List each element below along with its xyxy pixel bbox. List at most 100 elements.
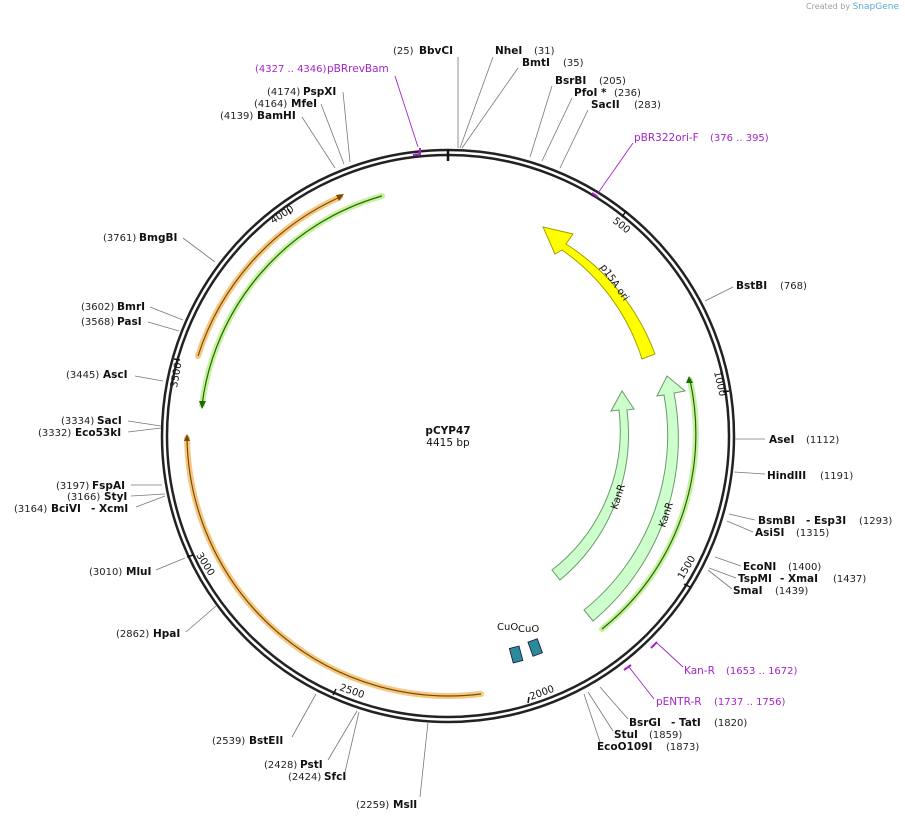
site-hindiii[interactable]: HindIII (1191) xyxy=(767,470,853,482)
site-pspxi[interactable]: (4174) PspXI xyxy=(267,86,336,98)
site-mlui[interactable]: (3010) MluI xyxy=(89,566,151,578)
leader-bsmbi xyxy=(728,513,756,521)
site-pos-tati: (1820) xyxy=(714,718,747,729)
primer-pentr-r[interactable]: pENTR-R (1737 .. 1756) xyxy=(656,696,786,708)
site-pos-psti: (2428) xyxy=(264,760,297,771)
site-msli[interactable]: (2259) MslI xyxy=(356,799,417,811)
site-pos-bmgbi: (3761) xyxy=(103,233,136,244)
site-name-tspmi: TspMI xyxy=(738,573,772,585)
site-saci[interactable]: (3334) SacI xyxy=(61,415,122,427)
site-bcivi-xcmi[interactable]: (3164) BciVI - XcmI xyxy=(14,503,128,515)
feature-kanr-inner[interactable]: KanR xyxy=(551,390,635,581)
site-name-sfci: SfcI xyxy=(324,771,346,783)
site-asci[interactable]: (3445) AscI xyxy=(66,369,128,381)
leader-styi xyxy=(130,493,166,497)
site-bsteii[interactable]: (2539) BstEII xyxy=(212,735,283,747)
leader-tspmi xyxy=(708,567,737,579)
site-name-bstbi: BstBI xyxy=(736,280,767,292)
site-asei[interactable]: AseI (1112) xyxy=(769,434,839,446)
site-eco53ki[interactable]: (3332) Eco53kI xyxy=(38,427,121,439)
feature-orange-top-left[interactable] xyxy=(195,194,344,359)
tick-mark-4000 xyxy=(287,208,292,215)
site-bmgbi[interactable]: (3761) BmgBI xyxy=(103,232,177,244)
primer-name-pbr322ori-f: pBR322ori-F xyxy=(634,132,699,144)
site-eco0109i[interactable]: EcoO109I (1873) xyxy=(597,741,699,753)
site-name-bsrbi: BsrBI xyxy=(555,75,586,87)
primer-pbrrevbam[interactable]: (4327 .. 4346) pBRrevBam xyxy=(255,63,389,75)
site-name-eco0109i: EcoO109I xyxy=(597,741,652,753)
primer-pos-pbr322ori-f: (376 .. 395) xyxy=(710,133,769,144)
site-name-styi: StyI xyxy=(104,491,127,503)
site-bsrgi-tati[interactable]: BsrGI - TatI (1820) xyxy=(629,717,747,729)
site-styi[interactable]: (3166) StyI xyxy=(67,491,127,503)
site-bmti[interactable]: BmtI (35) xyxy=(522,57,584,69)
leader-bsrbi xyxy=(529,85,553,158)
site-name-pspxi: PspXI xyxy=(303,86,336,98)
leader-asci xyxy=(134,375,164,382)
site-hpai[interactable]: (2862) HpaI xyxy=(116,628,180,640)
leader-hindiii xyxy=(733,471,766,475)
site-name-eco53ki: Eco53kI xyxy=(75,427,121,439)
feature-p15a-ori[interactable]: p15A ori xyxy=(542,226,656,360)
site-econi[interactable]: EcoNI (1400) xyxy=(743,561,821,573)
site-pos-saci: (3334) xyxy=(61,416,94,427)
site-pos-bmri: (3602) xyxy=(81,302,114,313)
site-sacii[interactable]: SacII (283) xyxy=(591,99,661,111)
feature-cuo-2[interactable]: CuO xyxy=(518,624,543,657)
tick-mark-1000 xyxy=(722,390,730,393)
site-name-hpai: HpaI xyxy=(153,628,180,640)
feature-kanr-outer[interactable]: KanR xyxy=(583,375,687,622)
site-pos-eco0109i: (1873) xyxy=(666,742,699,753)
leader-pasi xyxy=(147,321,180,332)
leader-psti xyxy=(327,710,358,761)
primer-name-pbrrevbam: pBRrevBam xyxy=(327,63,389,75)
site-pos-fspai: (3197) xyxy=(56,481,89,492)
site-name-smai: SmaI xyxy=(733,585,763,597)
leader-eco0109i xyxy=(583,693,601,743)
tick-label-3500: 3500 xyxy=(169,362,184,389)
site-name-sacii: SacII xyxy=(591,99,620,111)
site-pos-eco53ki: (3332) xyxy=(38,428,71,439)
feature-orange-bottom[interactable] xyxy=(184,434,484,699)
site-bstbi[interactable]: BstBI (768) xyxy=(736,280,807,292)
site-bsrbi[interactable]: BsrBI (205) xyxy=(555,75,626,87)
leader-sacii xyxy=(559,109,589,169)
feature-cuo-1[interactable]: CuO xyxy=(497,622,524,664)
site-bsmbi-esp3i[interactable]: BsmBI - Esp3I (1293) xyxy=(758,515,892,527)
leader-msli xyxy=(419,721,429,798)
primer-pos-pentr-r: (1737 .. 1756) xyxy=(714,697,786,708)
site-sfci[interactable]: (2424) SfcI xyxy=(288,771,346,783)
site-fspai[interactable]: (3197) FspAI xyxy=(56,480,125,492)
site-asisi[interactable]: AsiSI (1315) xyxy=(755,527,829,539)
primer-kan-r[interactable]: Kan-R (1653 .. 1672) xyxy=(684,665,798,677)
site-stui[interactable]: StuI (1859) xyxy=(614,729,682,741)
leader-sfci xyxy=(344,711,360,773)
site-tspmi-xmai[interactable]: TspMI - XmaI (1437) xyxy=(738,573,866,585)
site-bmri[interactable]: (3602) BmrI xyxy=(81,301,145,313)
site-bbvci[interactable]: (25) BbvCI xyxy=(393,45,453,57)
leader-bamhi xyxy=(301,116,336,169)
feature-green-right[interactable] xyxy=(599,376,699,632)
site-psti[interactable]: (2428) PstI xyxy=(264,759,323,771)
site-mfei[interactable]: (4164) MfeI xyxy=(254,98,317,110)
site-pos-stui: (1859) xyxy=(649,730,682,741)
feature-green-top-left[interactable] xyxy=(199,193,385,409)
site-bamhi[interactable]: (4139) BamHI xyxy=(220,110,296,122)
site-name-asci: AscI xyxy=(103,369,128,381)
leader-econi xyxy=(714,556,742,567)
site-pasi[interactable]: (3568) PasI xyxy=(81,316,142,328)
site-pos-bsrbi: (205) xyxy=(599,76,626,87)
site-pos-mfei: (4164) xyxy=(254,99,287,110)
site-pos-bstbi: (768) xyxy=(780,281,807,292)
primer-pbr322ori-f[interactable]: pBR322ori-F (376 .. 395) xyxy=(634,132,769,144)
site-name-bcivi: BciVI xyxy=(51,503,81,515)
tick-label-1000: 1000 xyxy=(711,370,727,397)
site-nhei[interactable]: NheI (31) xyxy=(495,45,555,57)
site-pfoi[interactable]: PfoI * (236) xyxy=(574,87,641,99)
tick-mark-2500 xyxy=(332,688,337,696)
site-name-econi: EcoNI xyxy=(743,561,776,573)
site-name-nhei: NheI xyxy=(495,45,522,57)
site-name-psti: PstI xyxy=(300,759,323,771)
leader-mlui xyxy=(155,557,186,571)
site-smai[interactable]: SmaI (1439) xyxy=(733,585,808,597)
